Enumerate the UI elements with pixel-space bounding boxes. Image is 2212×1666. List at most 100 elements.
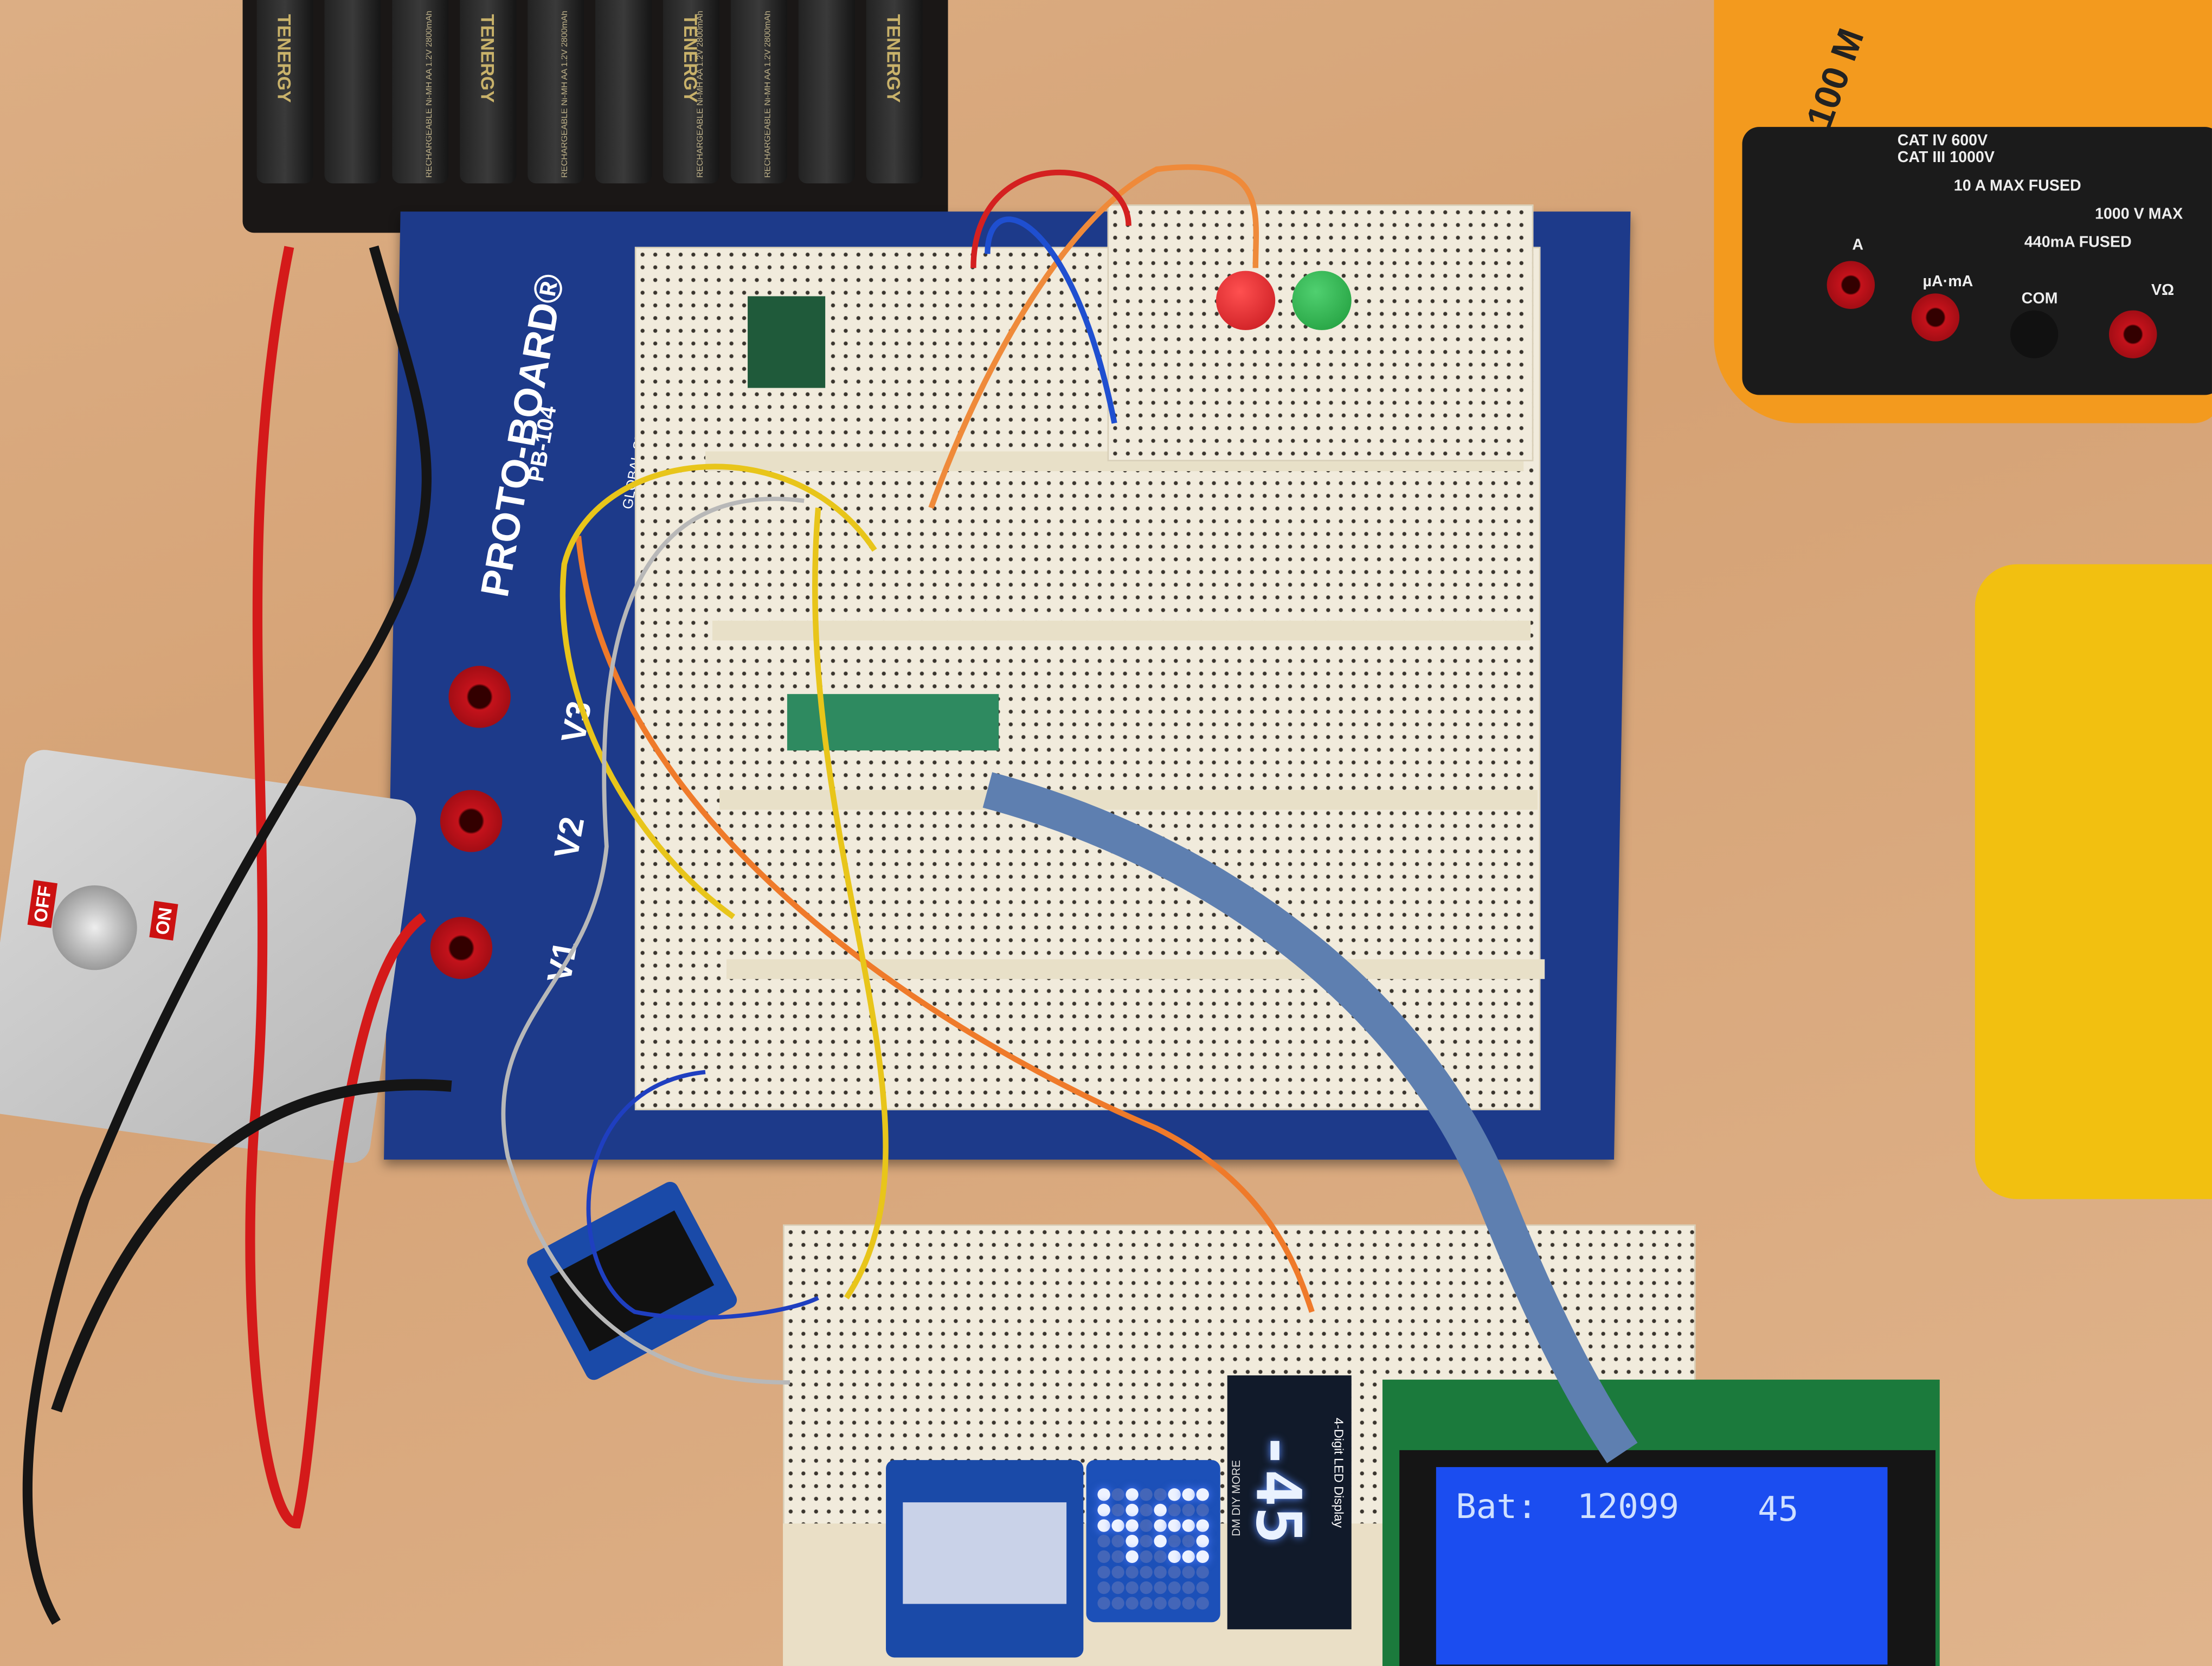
battery-cell — [798, 0, 855, 184]
matrix-led — [1182, 1488, 1195, 1501]
seven-segment-display: -45 4-Digit LED Display DM DIY MORE — [1227, 1375, 1352, 1630]
matrix-led — [1097, 1581, 1110, 1594]
matrix-led — [1196, 1566, 1209, 1579]
matrix-led — [1168, 1550, 1181, 1564]
matrix-led — [1111, 1597, 1124, 1610]
matrix-led — [1097, 1566, 1110, 1579]
multimeter-rating: CAT IV 600V CAT III 1000V — [1897, 132, 1995, 167]
matrix-led — [1154, 1519, 1167, 1532]
matrix-led — [1111, 1534, 1124, 1548]
matrix-led — [1126, 1581, 1139, 1594]
matrix-led — [1182, 1581, 1195, 1594]
matrix-led — [1168, 1503, 1181, 1517]
matrix-led — [1154, 1581, 1167, 1594]
matrix-led — [1126, 1566, 1139, 1579]
matrix-led — [1097, 1534, 1110, 1548]
battery-cell: TENERGY — [663, 0, 720, 184]
battery-brand: TENERGY — [273, 14, 295, 103]
seven-segment-label: 4-Digit LED Display — [1332, 1418, 1346, 1528]
battery-cell: TENERGY — [256, 0, 313, 184]
orange-long-wire — [575, 536, 1315, 1313]
matrix-led — [1154, 1488, 1167, 1501]
breadboard-channel — [719, 790, 1538, 810]
matrix-led — [1154, 1534, 1167, 1548]
oled-display — [886, 1460, 1084, 1658]
port-a-jack — [1827, 261, 1875, 309]
breadboard-channel — [712, 620, 1531, 641]
matrix-led — [1168, 1566, 1181, 1579]
multimeter-panel: CAT IV 600V CAT III 1000V 10 A MAX FUSED… — [1742, 127, 2212, 395]
orange-wire — [928, 164, 1259, 509]
port-com-label: COM — [2021, 291, 2058, 308]
matrix-led — [1196, 1488, 1209, 1501]
matrix-led — [1111, 1503, 1124, 1517]
red-power-lead — [245, 246, 426, 1529]
matrix-led — [1140, 1566, 1153, 1579]
battery-brand: TENERGY — [680, 14, 702, 103]
matrix-led — [1097, 1550, 1110, 1564]
battery-cell — [595, 0, 652, 184]
black-power-lead — [22, 245, 432, 1625]
blue-wire — [985, 216, 1117, 424]
terminal-v3-jack — [448, 666, 511, 728]
matrix-led — [1168, 1519, 1181, 1532]
terminal-v1-jack — [430, 917, 493, 979]
red-push-button[interactable] — [1216, 271, 1276, 330]
red-wire — [970, 169, 1131, 268]
buck-converter-module — [748, 296, 826, 388]
small-breadboard — [1107, 204, 1534, 461]
matrix-led — [1140, 1581, 1153, 1594]
port-v-jack — [2108, 310, 2157, 358]
matrix-led — [1168, 1581, 1181, 1594]
lcd-module: Bat: 12099 45 — [1382, 1379, 1940, 1666]
matrix-led — [1111, 1550, 1124, 1564]
matrix-led — [1111, 1581, 1124, 1594]
matrix-led — [1196, 1550, 1209, 1564]
green-push-button[interactable] — [1292, 271, 1352, 330]
matrix-led — [1196, 1519, 1209, 1532]
matrix-led — [1126, 1503, 1139, 1517]
second-multimeter — [1975, 564, 2212, 1199]
matrix-led — [1140, 1534, 1153, 1548]
matrix-led — [1126, 1550, 1139, 1564]
matrix-led — [1154, 1503, 1167, 1517]
gray-wire — [501, 497, 805, 1385]
multimeter: 100 M CAT IV 600V CAT III 1000V 10 A MAX… — [1714, 0, 2212, 423]
matrix-led — [1140, 1597, 1153, 1610]
matrix-led — [1154, 1597, 1167, 1610]
port-ua-ma-label: µA·mA — [1922, 273, 1973, 291]
matrix-led — [1126, 1534, 1139, 1548]
battery-brand: TENERGY — [477, 14, 498, 103]
battery-cell-text: RECHARGEABLE Ni-MH AA 1.2V 2800mAh — [561, 10, 570, 178]
battery-cell — [392, 0, 449, 184]
port-a-label: A — [1852, 237, 1864, 254]
matrix-led — [1196, 1581, 1209, 1594]
port-v-ohm-label: VΩ — [2151, 282, 2175, 299]
battery-cell: TENERGY — [866, 0, 923, 184]
battery-cell — [324, 0, 381, 184]
battery-cell-text: RECHARGEABLE Ni-MH AA 1.2V 2800mAh — [764, 10, 773, 178]
multimeter-vmax: 1000 V MAX — [2094, 205, 2183, 223]
matrix-led — [1126, 1488, 1139, 1501]
matrix-led — [1097, 1519, 1110, 1532]
matrix-led — [1196, 1597, 1209, 1610]
matrix-led — [1111, 1488, 1124, 1501]
black-barrel-lead — [51, 1079, 452, 1413]
matrix-led — [1154, 1550, 1167, 1564]
matrix-led — [1140, 1519, 1153, 1532]
yellow-wire — [560, 464, 877, 919]
matrix-led — [1182, 1503, 1195, 1517]
matrix-led — [1126, 1519, 1139, 1532]
matrix-led — [1154, 1566, 1167, 1579]
matrix-led — [1097, 1488, 1110, 1501]
battery-cell-text: RECHARGEABLE Ni-MH AA 1.2V 2800mAh — [697, 10, 705, 178]
battery-cell — [730, 0, 787, 184]
multimeter-ma-fuse: 440mA FUSED — [2024, 234, 2132, 252]
matrix-led — [1111, 1566, 1124, 1579]
matrix-led — [1097, 1597, 1110, 1610]
matrix-led — [1182, 1550, 1195, 1564]
matrix-led — [1140, 1550, 1153, 1564]
seven-segment-value: -45 — [1241, 1432, 1314, 1544]
